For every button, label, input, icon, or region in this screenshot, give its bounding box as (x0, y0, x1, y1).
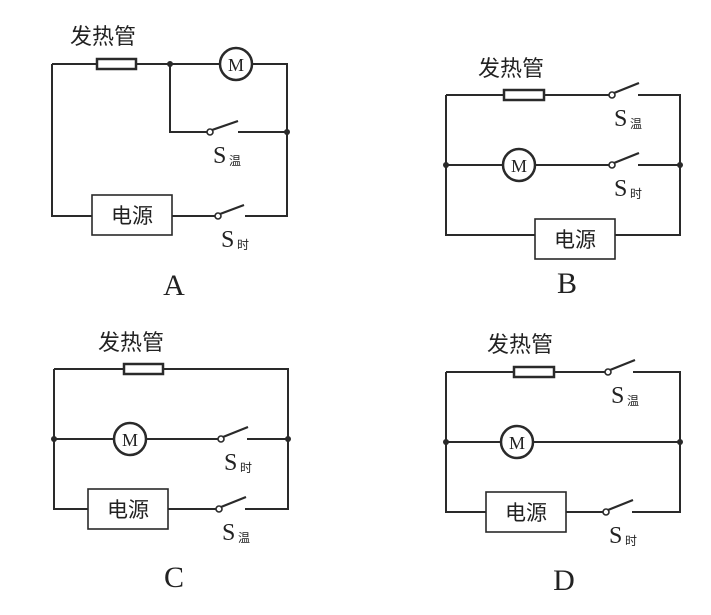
motor-symbol (501, 147, 537, 183)
motor-label: M (228, 55, 244, 75)
motor-label: M (511, 156, 527, 176)
power-label: 电源 (554, 228, 596, 252)
switch-time-blade (613, 151, 640, 165)
heater-label: 发热管 (98, 331, 164, 356)
heater-label: 发热管 (70, 25, 136, 50)
power-source (91, 194, 173, 236)
switch-time-letter: S (614, 176, 627, 202)
switch-time-letter: S (609, 523, 622, 549)
power-label: 电源 (107, 498, 149, 522)
option-label-b: B (557, 267, 577, 300)
switch-time-letter: S (221, 227, 234, 253)
wire (169, 64, 287, 133)
junction-dot (51, 436, 57, 442)
heater-label: 发热管 (487, 333, 553, 358)
power-source (87, 488, 169, 530)
wire (445, 94, 681, 236)
switch-temp-blade (613, 81, 640, 95)
motor-label: M (509, 433, 525, 453)
wire (52, 63, 288, 217)
motor-symbol (218, 46, 254, 82)
power-label: 电源 (111, 204, 153, 228)
junction-dot (677, 162, 683, 168)
motor-symbol (499, 424, 535, 460)
switch-pivot (604, 368, 612, 376)
switch-temp-subscript: 温 (238, 531, 250, 545)
circuit-a: 发热管 M S 温 电源 S 时 A (51, 25, 290, 302)
switch-pivot (602, 508, 610, 516)
switch-temp-blade (211, 119, 239, 132)
circuit-c: 发热管 M S 时 电源 S 温 C (51, 331, 291, 594)
junction-dot (285, 436, 291, 442)
switch-pivot (608, 91, 616, 99)
switch-temp-letter: S (614, 106, 627, 132)
switch-time-subscript: 时 (625, 534, 637, 548)
wire (51, 64, 218, 217)
switch-pivot (206, 128, 214, 136)
switch-temp-subscript: 温 (630, 117, 642, 131)
heater-element (95, 57, 138, 71)
switch-pivot (217, 435, 225, 443)
circuit-b: 发热管 S 温 M S 时 电源 B (443, 57, 683, 300)
option-label-c: C (164, 561, 184, 594)
heater-element (502, 88, 546, 102)
heater-label: 发热管 (478, 57, 544, 82)
option-label-a: A (163, 269, 185, 302)
switch-temp-letter: S (213, 143, 226, 169)
switch-temp-letter: S (611, 383, 624, 409)
power-source (485, 491, 567, 533)
switch-pivot (214, 212, 222, 220)
junction-dot (284, 129, 290, 135)
switch-temp-blade (220, 495, 247, 509)
heater-element (512, 365, 556, 379)
switch-time-blade (222, 425, 249, 439)
switch-pivot (215, 505, 223, 513)
switch-temp-subscript: 温 (627, 394, 639, 408)
switch-time-blade (219, 203, 245, 216)
power-source (534, 218, 616, 260)
switch-time-subscript: 时 (240, 461, 252, 475)
switch-pivot (608, 161, 616, 169)
junction-dot (443, 162, 449, 168)
switch-time-subscript: 时 (630, 187, 642, 201)
switch-time-letter: S (224, 450, 237, 476)
motor-label: M (122, 430, 138, 450)
junction-dot (443, 439, 449, 445)
option-label-d: D (553, 564, 575, 597)
switch-temp-subscript: 温 (229, 154, 241, 168)
junction-dot (167, 61, 173, 67)
power-label: 电源 (505, 501, 547, 525)
motor-symbol (112, 421, 148, 457)
switch-time-blade (607, 498, 634, 512)
switch-time-subscript: 时 (237, 238, 249, 252)
switch-temp-letter: S (222, 520, 235, 546)
heater-element (122, 362, 165, 376)
circuit-d: 发热管 S 温 M 电源 S 时 D (443, 333, 683, 597)
junction-dot (677, 439, 683, 445)
switch-temp-blade (609, 358, 636, 372)
